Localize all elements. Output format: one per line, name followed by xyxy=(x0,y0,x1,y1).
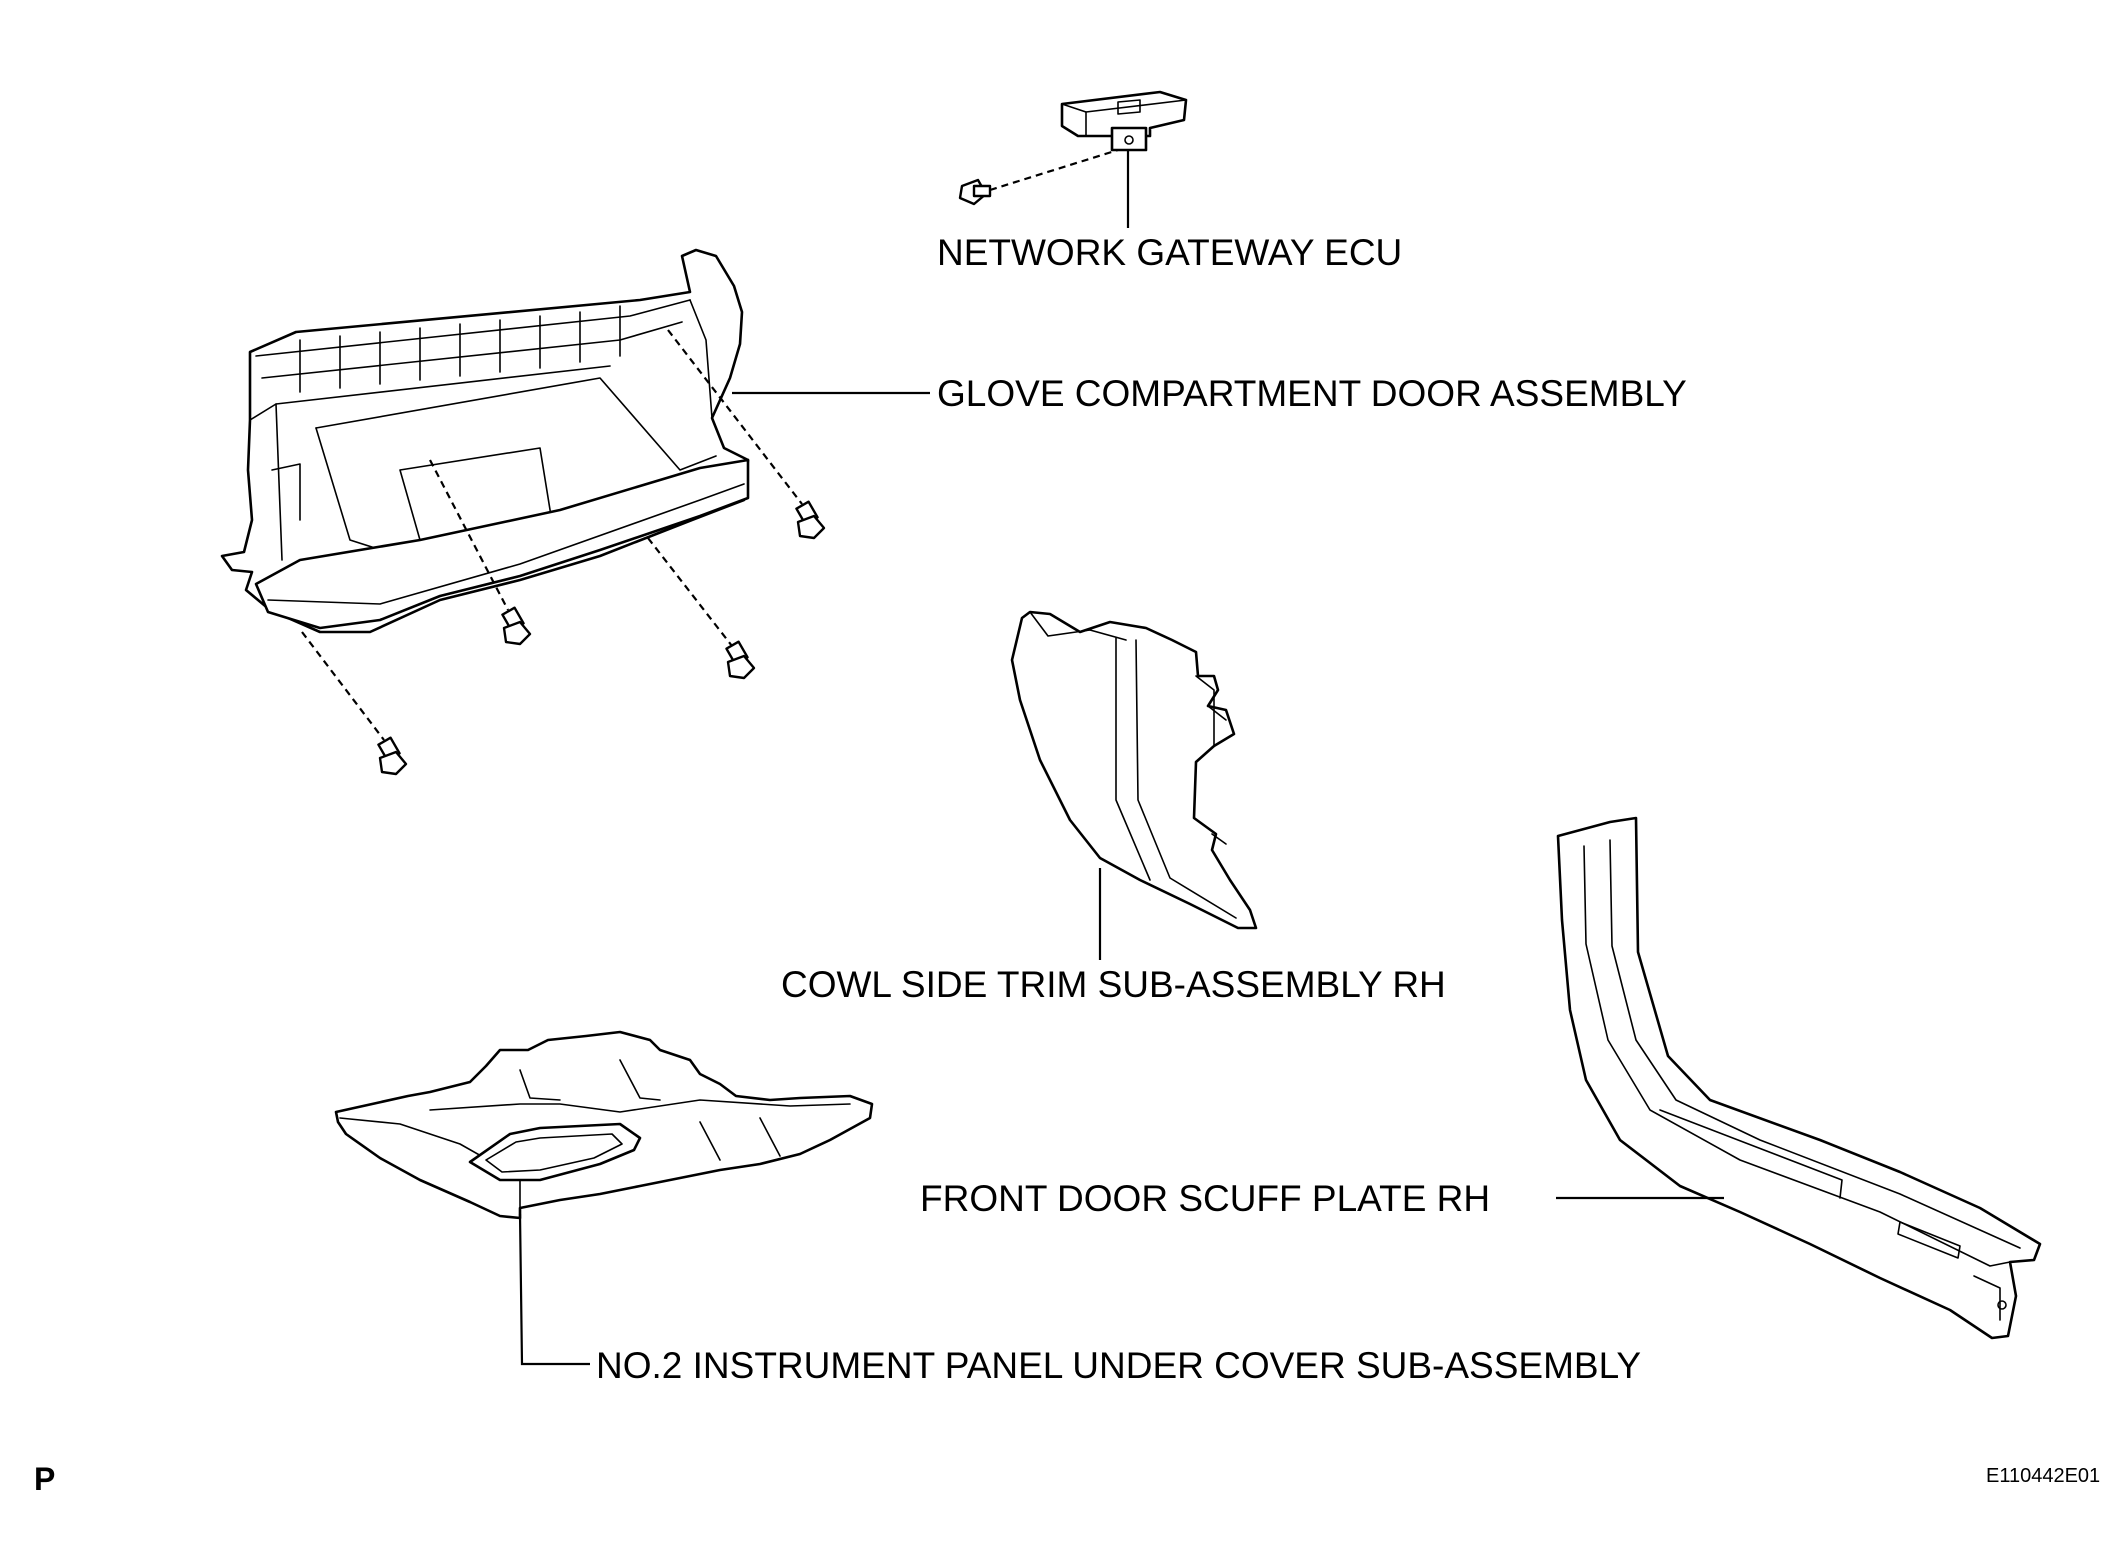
figure-id: E110442E01 xyxy=(1986,1465,2100,1487)
glove-bolt-left xyxy=(377,736,408,776)
page-letter: P xyxy=(34,1461,55,1497)
label-glove-compartment: GLOVE COMPARTMENT DOOR ASSEMBLY xyxy=(937,373,1687,414)
label-instrument-panel-cover: NO.2 INSTRUMENT PANEL UNDER COVER SUB-AS… xyxy=(596,1345,1641,1386)
network-gateway-ecu xyxy=(1060,90,1188,152)
glove-compartment-door-assembly xyxy=(220,248,750,634)
no2-instrument-panel-under-cover xyxy=(334,1030,874,1220)
glove-bolt-right-top xyxy=(795,500,826,540)
glove-bolt-lower-center xyxy=(725,640,756,680)
ecu-bolt xyxy=(958,178,992,206)
label-network-gateway-ecu: NETWORK GATEWAY ECU xyxy=(937,232,1402,273)
label-cowl-side-trim: COWL SIDE TRIM SUB-ASSEMBLY RH xyxy=(781,964,1446,1005)
cowl-side-trim-rh xyxy=(1010,610,1258,930)
glove-bolt-center xyxy=(501,606,532,646)
front-door-scuff-plate-rh xyxy=(1556,816,2042,1340)
label-front-door-scuff: FRONT DOOR SCUFF PLATE RH xyxy=(920,1178,1490,1219)
